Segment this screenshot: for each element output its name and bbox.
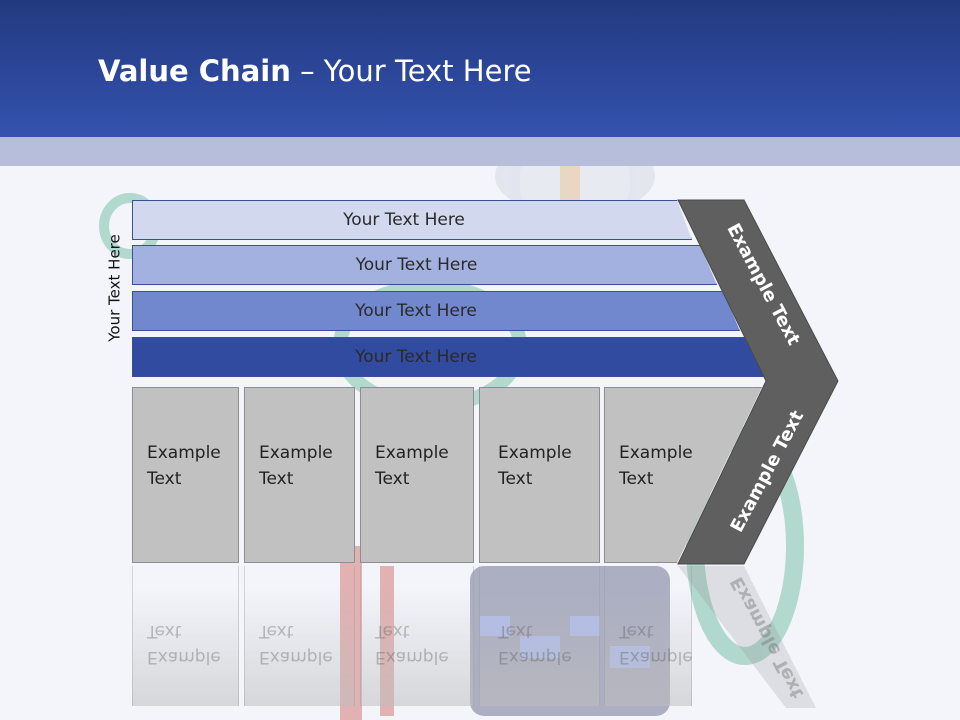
box-text-line2: Text	[498, 469, 533, 489]
activity-box-4: Example Text	[479, 387, 600, 563]
box-reflection-2: Example Text	[244, 566, 355, 706]
reflection-text: Example	[375, 647, 449, 667]
activity-box-1: Example Text	[132, 387, 239, 563]
activity-box-2: Example Text	[244, 387, 355, 563]
band-label: Your Text Here	[343, 210, 465, 230]
box-text-line1: Example	[619, 443, 693, 463]
box-text-line2: Text	[147, 469, 182, 489]
title-bold: Value Chain	[98, 54, 291, 88]
reflection-text: Text	[147, 621, 182, 641]
slide-title: Value Chain – Your Text Here	[98, 54, 532, 88]
band-label: Your Text Here	[355, 301, 477, 321]
reflection-text: Text	[498, 621, 533, 641]
box-text-line2: Text	[619, 469, 654, 489]
reflection-text: Example	[498, 647, 572, 667]
reflection-text: Example	[259, 647, 333, 667]
box-text-line2: Text	[375, 469, 410, 489]
box-reflection-1: Example Text	[132, 566, 239, 706]
header-banner	[0, 0, 960, 137]
band-2: Your Text Here	[132, 245, 717, 285]
header-stripe	[0, 137, 960, 166]
band-3: Your Text Here	[132, 291, 740, 331]
box-text-line1: Example	[259, 443, 333, 463]
box-text-line1: Example	[498, 443, 572, 463]
box-text-line1: Example	[147, 443, 221, 463]
box-reflection-3: Example Text	[360, 566, 474, 706]
activity-box-3: Example Text	[360, 387, 474, 563]
band-4: Your Text Here	[132, 337, 764, 377]
box-reflection-4: Example Text	[479, 566, 600, 706]
chevron-reflection	[678, 566, 816, 708]
reflection-text: Text	[375, 621, 410, 641]
value-chevron	[677, 199, 839, 708]
chevron-shape	[677, 199, 839, 565]
reflection-text: Text	[259, 621, 294, 641]
side-label: Your Text Here	[100, 224, 130, 352]
reflection-text: Example	[147, 647, 221, 667]
band-label: Your Text Here	[355, 255, 478, 275]
band-1: Your Text Here	[132, 200, 692, 240]
side-label-text: Your Text Here	[106, 234, 124, 342]
band-label: Your Text Here	[355, 347, 477, 367]
box-text-line1: Example	[375, 443, 449, 463]
title-rest: – Your Text Here	[290, 54, 532, 88]
box-text-line2: Text	[259, 469, 294, 489]
